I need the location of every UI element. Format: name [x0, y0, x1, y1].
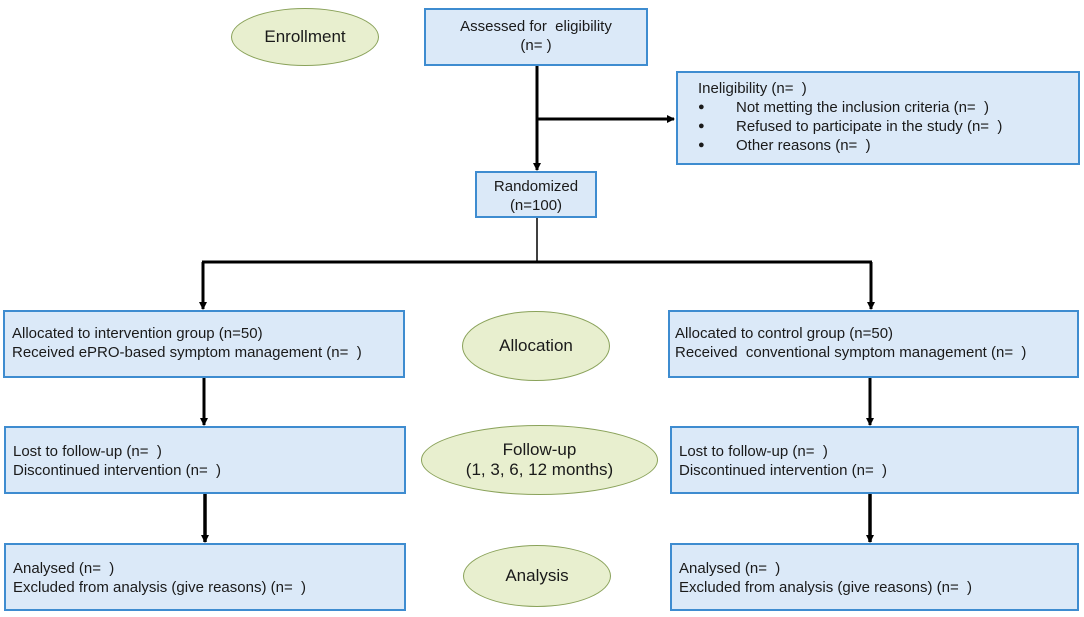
ineligibility-reason-item: Not metting the inclusion criteria (n= )	[678, 98, 1078, 117]
enrollment-stage-label: Enrollment	[264, 27, 346, 46]
followup-stage-period: (1, 3, 6, 12 months)	[465, 460, 614, 479]
followup-stage-oval: Follow-up (1, 3, 6, 12 months)	[421, 425, 658, 495]
ineligibility-reason-item: Other reasons (n= )	[678, 136, 1078, 155]
ineligibility-title: Ineligibility (n= )	[698, 80, 807, 97]
control-analysed-text: Analysed (n= )	[679, 560, 781, 577]
intervention-lost-text: Lost to follow-up (n= )	[13, 443, 162, 460]
assessed-title: Assessed for eligibility	[460, 18, 612, 35]
intervention-followup-box: Lost to follow-up (n= ) Discontinued int…	[4, 426, 406, 494]
control-received-text: Received conventional symptom management…	[675, 344, 1027, 361]
enrollment-stage-oval: Enrollment	[231, 8, 379, 66]
ineligibility-box: Ineligibility (n= ) Not metting the incl…	[676, 71, 1080, 165]
control-allocation-box: Allocated to control group (n=50) Receiv…	[668, 310, 1079, 378]
ineligibility-reason-item: Refused to participate in the study (n= …	[678, 117, 1078, 136]
analysis-stage-oval: Analysis	[463, 545, 611, 607]
randomized-box: Randomized (n=100)	[475, 171, 597, 218]
control-allocated-text: Allocated to control group (n=50)	[675, 325, 894, 342]
allocation-stage-oval: Allocation	[462, 311, 610, 381]
randomized-count: (n=100)	[509, 197, 563, 214]
intervention-received-text: Received ePRO-based symptom management (…	[12, 344, 362, 361]
allocation-stage-label: Allocation	[499, 336, 573, 355]
intervention-allocated-text: Allocated to intervention group (n=50)	[12, 325, 263, 342]
intervention-analysis-box: Analysed (n= ) Excluded from analysis (g…	[4, 543, 406, 611]
randomized-title: Randomized	[493, 178, 579, 195]
control-excluded-text: Excluded from analysis (give reasons) (n…	[679, 579, 973, 596]
assessed-box: Assessed for eligibility (n= )	[424, 8, 648, 66]
intervention-discontinued-text: Discontinued intervention (n= )	[13, 462, 222, 479]
followup-stage-label: Follow-up	[502, 440, 577, 459]
control-discontinued-text: Discontinued intervention (n= )	[679, 462, 888, 479]
assessed-count: (n= )	[520, 37, 552, 54]
control-analysis-box: Analysed (n= ) Excluded from analysis (g…	[670, 543, 1079, 611]
intervention-analysed-text: Analysed (n= )	[13, 560, 115, 577]
intervention-allocation-box: Allocated to intervention group (n=50) R…	[3, 310, 405, 378]
control-lost-text: Lost to follow-up (n= )	[679, 443, 828, 460]
control-followup-box: Lost to follow-up (n= ) Discontinued int…	[670, 426, 1079, 494]
ineligibility-reasons-list: Not metting the inclusion criteria (n= )…	[678, 98, 1078, 155]
intervention-excluded-text: Excluded from analysis (give reasons) (n…	[13, 579, 307, 596]
analysis-stage-label: Analysis	[505, 566, 569, 585]
